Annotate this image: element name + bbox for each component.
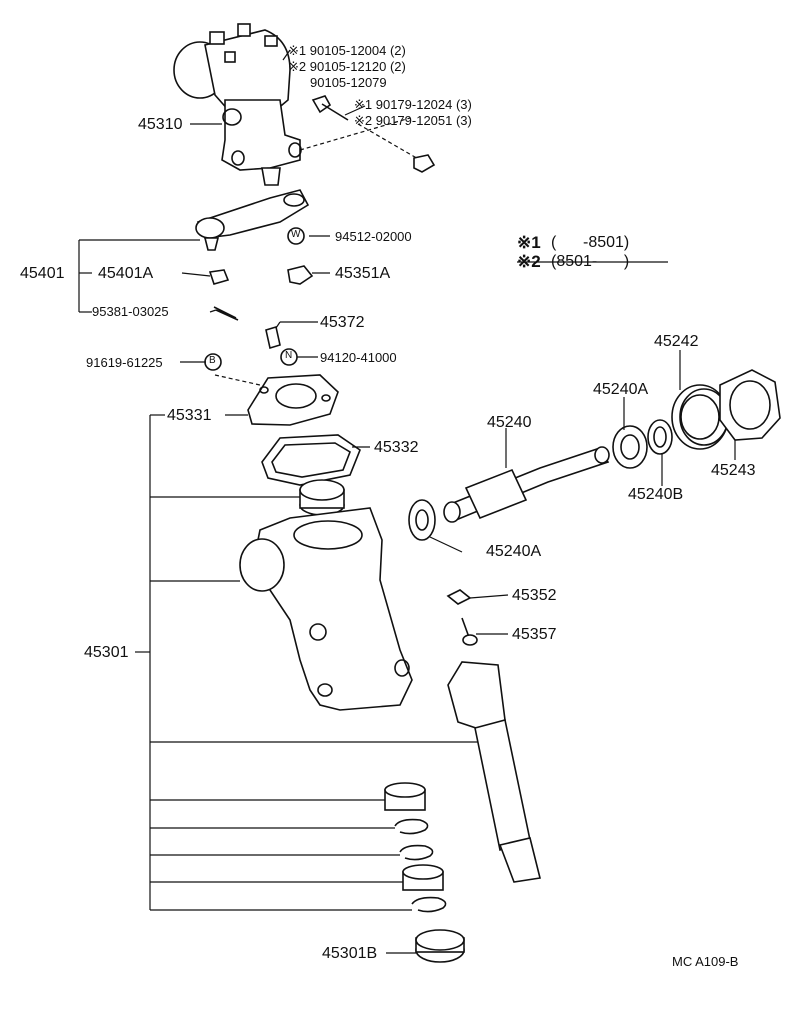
bearing-lower-drawing xyxy=(408,499,436,541)
plug-45372-drawing xyxy=(265,325,281,350)
label-45372: 45372 xyxy=(320,314,365,331)
snap-ring-2-drawing xyxy=(399,844,434,861)
label-45351a: 45351A xyxy=(335,265,391,282)
label-95381-03025: 95381-03025 xyxy=(92,304,169,319)
label-45332: 45332 xyxy=(374,439,419,456)
label-90105-12079: 90105-12079 xyxy=(310,75,387,90)
label-94512-02000: 94512-02000 xyxy=(335,229,412,244)
bearing-drawing xyxy=(299,479,345,516)
circle-marker-b xyxy=(204,353,222,371)
locknut-45243-drawing xyxy=(719,369,781,441)
legend-row1-text: ( -8501) xyxy=(551,234,630,251)
leader-lines xyxy=(78,49,736,954)
label-note2-90105: ※2 90105-12120 (2) xyxy=(288,59,406,74)
circle-marker-n xyxy=(280,348,298,366)
worm-shaft-drawing xyxy=(443,446,610,523)
nut-45351a-drawing xyxy=(287,265,314,285)
cotter-pin-drawing xyxy=(213,306,239,321)
label-45310: 45310 xyxy=(138,116,183,133)
label-45242: 45242 xyxy=(654,333,699,350)
legend-row1-mark: ※1 xyxy=(517,233,541,252)
plate-45352-drawing xyxy=(446,589,472,605)
label-note1-90179: ※1 90179-12024 (3) xyxy=(354,97,472,112)
nut-45401a-drawing xyxy=(208,269,230,285)
label-45331: 45331 xyxy=(167,407,212,424)
label-45240b: 45240B xyxy=(628,486,684,503)
snap-ring-1-drawing xyxy=(394,818,429,835)
label-45243: 45243 xyxy=(711,462,756,479)
label-45401a: 45401A xyxy=(98,265,154,282)
needle-bearing-1-drawing xyxy=(384,782,426,811)
race-45240b-drawing xyxy=(647,419,673,455)
bolt-and-nut-drawing xyxy=(299,95,436,173)
gear-housing-upper-drawing xyxy=(173,23,302,186)
label-45357: 45357 xyxy=(512,626,557,643)
gasket-45332-drawing xyxy=(261,434,361,486)
label-45352: 45352 xyxy=(512,587,557,604)
oil-seal-45301b-drawing xyxy=(415,929,465,963)
legend-row2-text: (8501- ) xyxy=(551,253,630,270)
needle-bearing-2-drawing xyxy=(402,864,444,891)
marker-b-letter: B xyxy=(209,355,216,366)
housing-45301-drawing xyxy=(239,507,413,711)
marker-n-letter: N xyxy=(285,350,293,361)
label-45240a-bottom: 45240A xyxy=(486,543,542,560)
screw-45357-drawing xyxy=(461,617,478,646)
label-45401: 45401 xyxy=(20,265,65,282)
label-91619-61225: 91619-61225 xyxy=(86,355,163,370)
circle-marker-w xyxy=(287,227,305,245)
marker-w-letter: W xyxy=(291,229,301,240)
label-note2-90179: ※2 90179-12051 (3) xyxy=(354,113,472,128)
label-45240a-top: 45240A xyxy=(593,381,649,398)
label-note1-90105: ※1 90105-12004 (2) xyxy=(288,43,406,58)
snap-ring-3-drawing xyxy=(411,896,447,913)
label-45240: 45240 xyxy=(487,414,532,431)
cover-45331-drawing xyxy=(214,374,339,426)
sector-shaft-drawing xyxy=(447,661,541,883)
label-45301: 45301 xyxy=(84,644,129,661)
legend-row2-mark: ※2 xyxy=(517,252,541,271)
bearing-upper-drawing xyxy=(612,425,648,469)
label-94120-41000: 94120-41000 xyxy=(320,350,397,365)
drawing-reference-code: MC A109-B xyxy=(672,954,739,969)
pitman-arm-drawing xyxy=(195,189,310,251)
label-45301b: 45301B xyxy=(322,945,378,962)
